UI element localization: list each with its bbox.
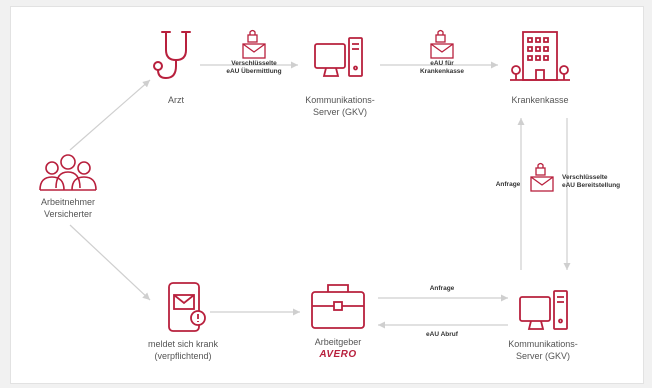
edge-server-kasse-line1: eAU für [430,60,454,67]
arzt-label: Arzt [167,95,185,105]
arbeitgeber-label: Arbeitgeber [314,337,362,347]
arrow-arbeitnehmer-arzt [69,79,151,151]
stethoscope-icon [153,31,191,80]
computer-server-icon [314,37,363,77]
edge-bereitstellung-line1: Verschlüsselte [562,174,608,181]
arbeitnehmer-line2: Versicherter [43,209,93,219]
employees-group-icon [39,154,97,191]
krankenkasse-label: Krankenkasse [511,95,569,105]
arbeitnehmer-line1: Arbeitnehmer [40,197,96,207]
meldet-label: meldet sich krank (verpflichtend) [148,338,218,362]
server-top-label: Kommunikations- Server (GKV) [305,94,375,118]
smartphone-mail-icon [168,282,206,332]
meldet-line2: (verpflichtend) [154,351,212,361]
encrypted-mail-icon-3 [530,162,554,192]
avero-brand-logo: AVERO [319,349,357,360]
arbeitnehmer-label: Arbeitnehmer Versicherter [41,196,95,220]
arrow-arbeitnehmer-meldet [69,224,151,301]
edge-label-anfrage-bottom: Anfrage [429,285,455,292]
office-building-icon [510,31,570,81]
server-bottom-line2: Server (GKV) [515,351,570,361]
encrypted-mail-icon-2 [430,29,454,59]
edge-label-server-kasse: eAU für Krankenkasse [420,60,464,76]
meldet-line1: meldet sich krank [147,339,219,349]
edge-arzt-server-line2: eAU Übermittlung [226,68,282,75]
server-top-line1: Kommunikations- [305,95,375,105]
edge-label-anfrage-vertical: Anfrage [495,181,521,188]
edge-bereitstellung-line2: eAU Bereitstellung [562,182,621,189]
computer-server-icon-bottom [519,290,568,330]
briefcase-icon [311,284,365,329]
edge-server-kasse-line2: Krankenkasse [419,68,465,75]
edge-label-arzt-server: Verschlüsselte eAU Übermittlung [226,60,281,76]
edge-arzt-server-line1: Verschlüsselte [231,60,277,67]
encrypted-mail-icon [242,29,266,59]
edge-label-eau-abruf: eAU Abruf [426,331,458,338]
server-bottom-label: Kommunikations- Server (GKV) [508,338,578,362]
edge-label-bereitstellung: Verschlüsselte eAU Bereitstellung [562,174,620,190]
server-top-line2: Server (GKV) [312,107,367,117]
server-bottom-line1: Kommunikations- [508,339,578,349]
